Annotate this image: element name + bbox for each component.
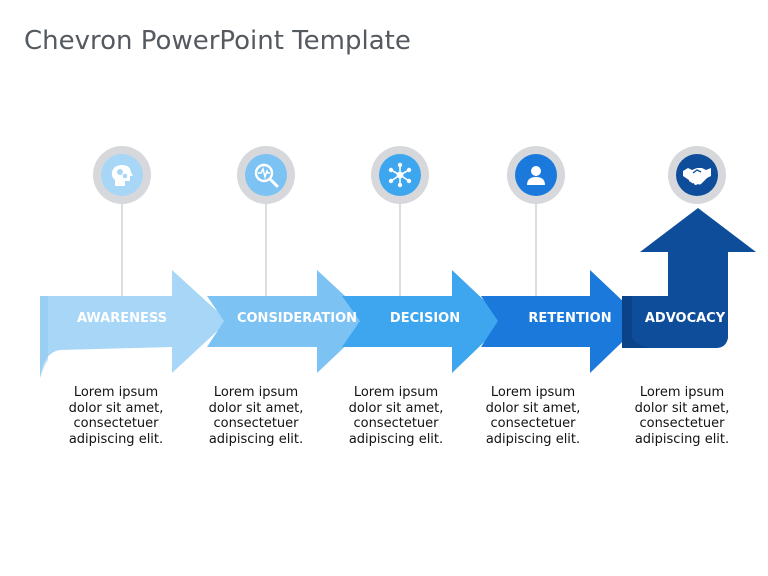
stage-label-awareness: AWARENESS [76, 311, 168, 326]
stage-arrow-decision [342, 270, 506, 373]
magnifier-pulse-icon [254, 163, 279, 188]
description-line: consectetuer [73, 416, 159, 431]
page-title: Chevron PowerPoint Template [24, 26, 411, 56]
icon-badge-3 [371, 146, 429, 204]
description-line: consectetuer [353, 416, 439, 431]
network-hub-icon [388, 162, 412, 188]
stage-description-awareness: Lorem ipsum dolor sit amet, consectetuer… [51, 385, 181, 447]
stage-label-decision: DECISION [389, 311, 461, 326]
description-line: consectetuer [490, 416, 576, 431]
stage-description-advocacy: Lorem ipsum dolor sit amet, consectetuer… [617, 385, 747, 447]
description-line: adipiscing elit. [208, 431, 304, 447]
stage-fold-advocacy [622, 296, 654, 348]
stage-description-consideration: Lorem ipsum dolor sit amet, consectetuer… [191, 385, 321, 447]
icon-circle-1 [101, 154, 143, 196]
description-line: consectetuer [639, 416, 725, 431]
stage-description-retention: Lorem ipsum dolor sit amet, consectetuer… [468, 385, 598, 447]
stage-curl-awareness [40, 296, 48, 378]
description-line: dolor sit amet, [348, 400, 444, 416]
description-line: adipiscing elit. [348, 431, 444, 447]
icon-circle-3 [379, 154, 421, 196]
stage-arrow-retention [481, 270, 644, 373]
description-line: Lorem ipsum [639, 385, 725, 400]
description-line: adipiscing elit. [485, 431, 581, 447]
stage-description-decision: Lorem ipsum dolor sit amet, consectetuer… [331, 385, 461, 447]
description-line: dolor sit amet, [68, 400, 164, 416]
stage-label-advocacy: ADVOCACY [644, 311, 726, 326]
description-line: Lorem ipsum [213, 385, 299, 400]
stage-label-consideration: CONSIDERATION [236, 311, 358, 326]
stage-label-retention: RETENTION [528, 311, 612, 326]
description-line: dolor sit amet, [208, 400, 304, 416]
icon-circle-5 [676, 154, 718, 196]
description-line: Lorem ipsum [73, 385, 159, 400]
description-line: dolor sit amet, [634, 400, 730, 416]
icon-circle-2 [245, 154, 287, 196]
description-line: Lorem ipsum [490, 385, 576, 400]
icon-badge-5 [668, 146, 726, 204]
stage-arrow-consideration [207, 270, 372, 373]
description-line: Lorem ipsum [353, 385, 439, 400]
head-gears-icon [111, 165, 133, 186]
stage-arrow-advocacy [622, 208, 756, 348]
description-line: adipiscing elit. [634, 431, 730, 447]
description-line: dolor sit amet, [485, 400, 581, 416]
user-icon [527, 166, 545, 185]
icon-badge-4 [507, 146, 565, 204]
icon-badge-2 [237, 146, 295, 204]
handshake-icon [683, 168, 711, 185]
stage-arrow-awareness [40, 270, 228, 378]
icon-circle-4 [515, 154, 557, 196]
description-line: adipiscing elit. [68, 431, 164, 447]
description-line: consectetuer [213, 416, 299, 431]
icon-badge-1 [93, 146, 151, 204]
